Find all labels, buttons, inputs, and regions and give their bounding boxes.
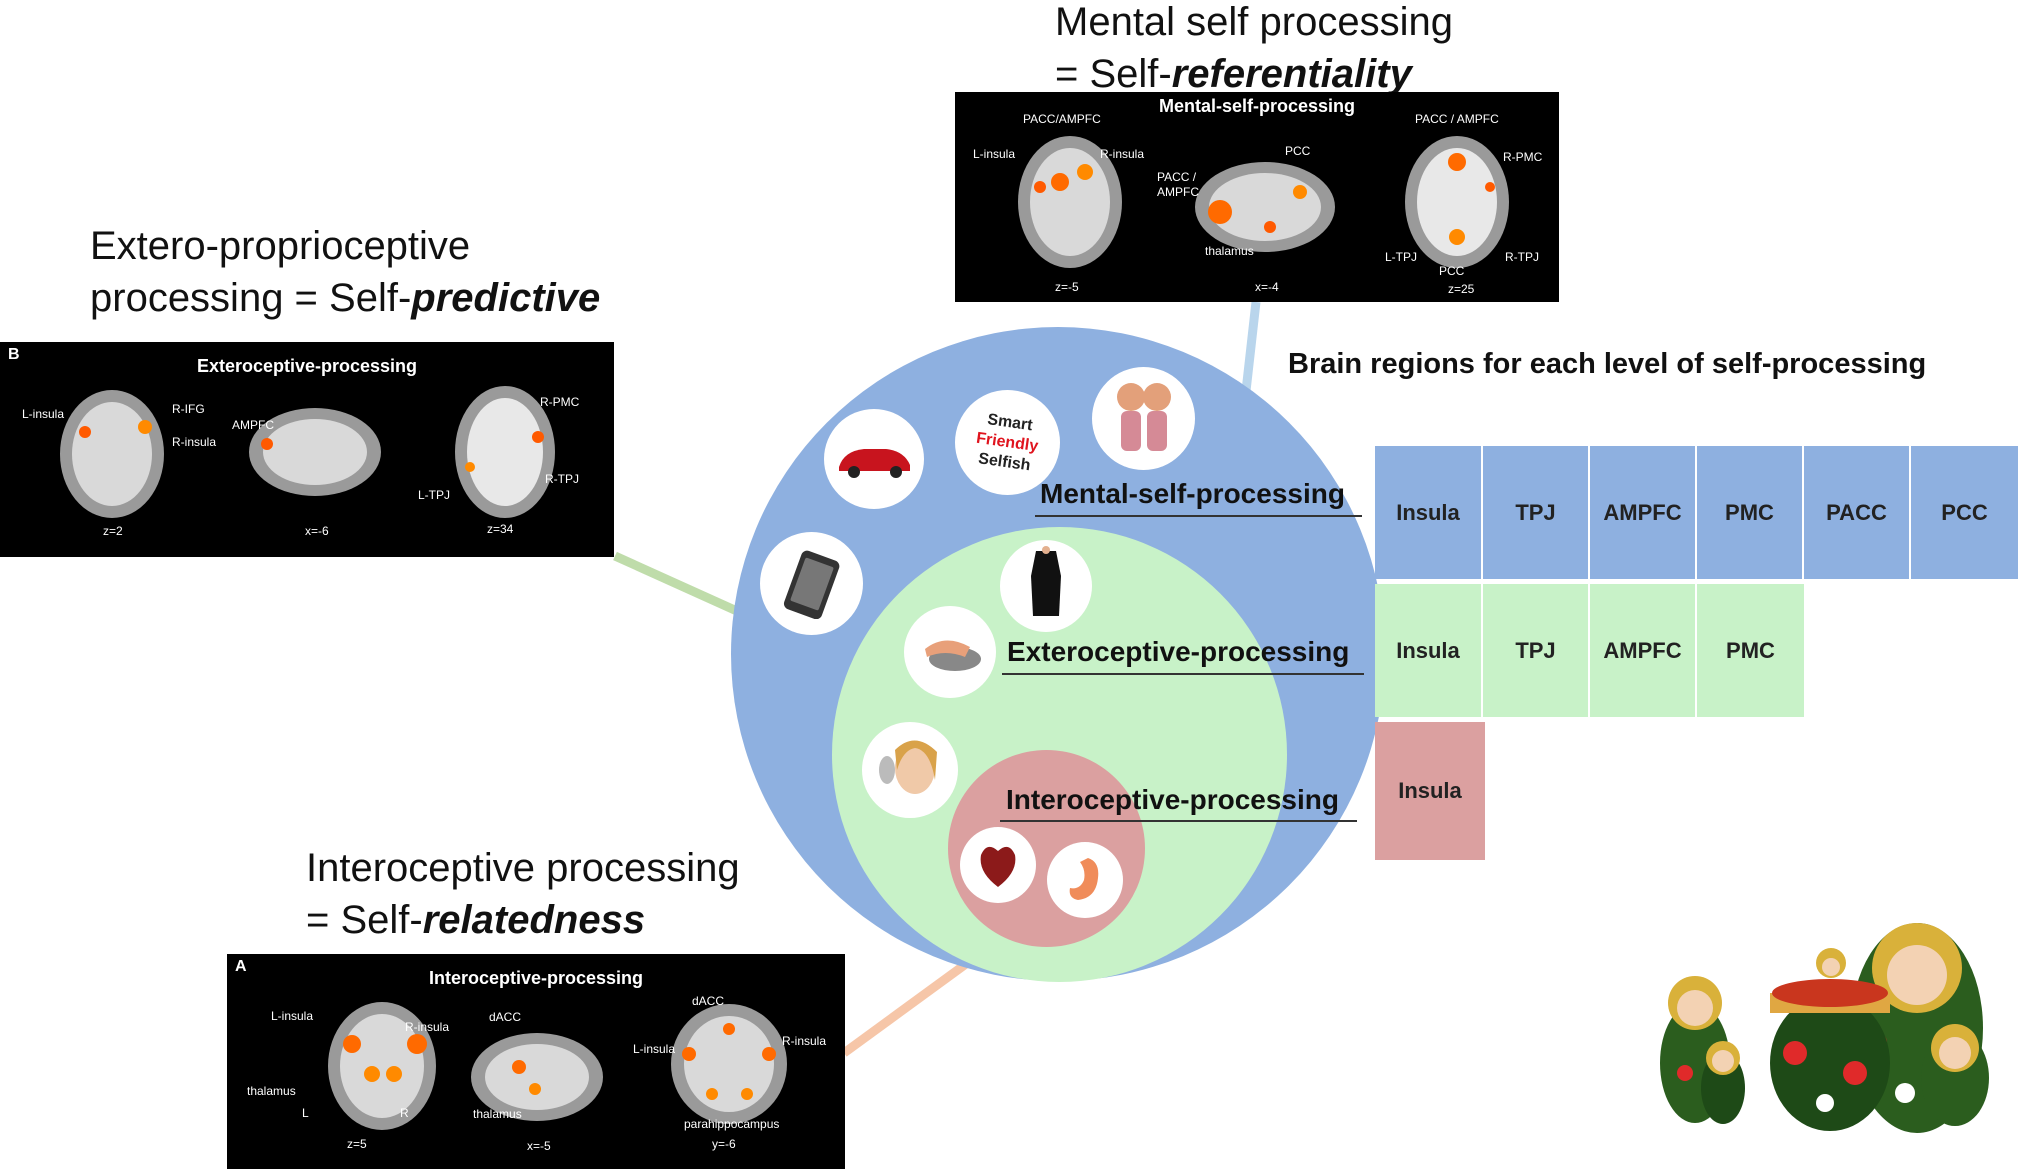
coord-label: x=-5: [527, 1139, 551, 1153]
level-extero-underline: [1002, 673, 1364, 675]
region-label: R-PMC: [540, 395, 580, 409]
region-label: R-insula: [172, 435, 217, 449]
extero-label-line1: Extero-proprioceptive: [90, 224, 471, 268]
matryoshka-dolls-icon: [1660, 923, 1989, 1133]
brain-axial-icon: [1405, 136, 1509, 268]
region-label: PCC: [1285, 144, 1311, 158]
intero-label-prefix: = Self-: [306, 898, 423, 942]
region-label: PACC / AMPFC: [1415, 112, 1499, 126]
panel-mental-title: Mental-self-processing: [1158, 96, 1356, 116]
panel-extero-title: Exteroceptive-processing: [196, 356, 418, 376]
extero-label: Extero-proprioceptive processing = Self-…: [90, 220, 600, 324]
hand-mouse-icon: [904, 606, 996, 698]
mental-self-label-emph: referentiality: [1171, 52, 1412, 96]
coord-label: z=25: [1448, 282, 1475, 296]
brain-axial-icon: [328, 1002, 436, 1130]
mental-self-label-prefix: = Self-: [1055, 52, 1172, 96]
region-label: R: [400, 1106, 409, 1120]
panel-letter: B: [8, 346, 20, 363]
region-label: R-PMC: [1503, 150, 1543, 164]
extero-label-prefix: processing = Self-: [90, 276, 412, 320]
table-title: Brain regions for each level of self-pro…: [1288, 348, 1927, 380]
region-label: L-insula: [973, 147, 1016, 161]
people-icon: [1092, 367, 1195, 470]
face-mirror-icon: [862, 722, 958, 818]
table-cell: TPJ: [1483, 584, 1590, 717]
brain-sagittal-icon: [249, 408, 381, 496]
intero-label: Interoceptive processing = Self-relatedn…: [306, 842, 740, 946]
table-cell: TPJ: [1483, 446, 1590, 579]
region-label: thalamus: [473, 1107, 522, 1121]
table-cell: Insula: [1375, 446, 1483, 579]
brain-sagittal-icon: [471, 1033, 603, 1121]
table-cell: PMC: [1697, 446, 1804, 579]
mental-self-label-line1: Mental self processing: [1055, 0, 1453, 44]
table-cell: AMPFC: [1590, 584, 1697, 717]
extero-label-emph: predictive: [411, 276, 601, 320]
table-cell: Insula: [1375, 584, 1483, 717]
brain-axial-icon: [60, 390, 164, 518]
table: Insula TPJ AMPFC PMC PACC PCC Insula TPJ…: [1375, 446, 2020, 866]
region-label: thalamus: [1205, 244, 1254, 258]
table-cell: PMC: [1697, 584, 1804, 717]
region-label: thalamus: [247, 1084, 296, 1098]
region-label: PCC: [1439, 264, 1465, 278]
brain-sagittal-icon: [1195, 162, 1335, 252]
smart-friendly-selfish-icon: Smart Friendly Selfish: [955, 390, 1060, 495]
region-label: R-insula: [1100, 147, 1145, 161]
panel-intero-title: Interoceptive-processing: [428, 968, 644, 988]
region-label: AMPFC: [232, 418, 274, 432]
coord-label: z=2: [103, 524, 123, 538]
table-cell: AMPFC: [1590, 446, 1697, 579]
coord-label: z=5: [347, 1137, 367, 1151]
region-label: parahippocampus: [684, 1117, 780, 1131]
region-label: R-TPJ: [545, 472, 579, 486]
panel-mental: Mental-self-processing PACC/AMPFC L-insu…: [955, 92, 1559, 302]
region-label: L: [302, 1106, 309, 1120]
panel-letter: A: [235, 958, 247, 975]
region-label: R-IFG: [172, 402, 205, 416]
coord-label: z=-5: [1055, 280, 1079, 294]
coord-label: x=-4: [1255, 280, 1279, 294]
panel-intero: A Interoceptive-processing L-insula R-in…: [227, 954, 845, 1169]
region-label: dACC: [489, 1010, 522, 1024]
region-label: R-TPJ: [1505, 250, 1539, 264]
stomach-organ-icon: [1047, 842, 1123, 918]
table-cell: PACC: [1804, 446, 1911, 579]
car-icon: [824, 409, 924, 509]
coord-label: z=34: [487, 522, 514, 536]
phone-icon: [760, 532, 863, 635]
region-label: L-TPJ: [1385, 250, 1418, 264]
mental-self-label: Mental self processing = Self-referentia…: [1055, 0, 1453, 100]
level-mental-label: Mental-self-processing: [1040, 478, 1345, 509]
swimsuit-icon: [1000, 540, 1092, 632]
coord-label: y=-6: [712, 1137, 736, 1151]
intero-label-line1: Interoceptive processing: [306, 846, 740, 890]
brain-axial-icon: [455, 386, 555, 518]
region-label: PACC/AMPFC: [1023, 112, 1101, 126]
table-cell: PCC: [1911, 446, 2018, 579]
region-label: R-insula: [782, 1034, 827, 1048]
panel-extero: B Exteroceptive-processing L-insula R-IF…: [0, 342, 614, 557]
brain-axial-icon: [1018, 136, 1122, 268]
region-label: L-insula: [633, 1042, 676, 1056]
region-label: R-insula: [405, 1020, 450, 1034]
level-intero-underline: [1000, 820, 1357, 822]
region-label: dACC: [692, 994, 725, 1008]
brain-coronal-icon: [671, 1004, 787, 1124]
region-label: L-insula: [22, 407, 65, 421]
level-extero-label: Exteroceptive-processing: [1007, 636, 1350, 667]
table-cell: Insula: [1375, 722, 1485, 860]
level-mental-underline: [1035, 515, 1362, 517]
coord-label: x=-6: [305, 524, 329, 538]
region-label: L-insula: [271, 1009, 314, 1023]
intero-label-emph: relatedness: [422, 898, 646, 942]
region-label: PACC /: [1157, 170, 1197, 184]
region-label: AMPFC: [1157, 185, 1199, 199]
level-intero-label: Interoceptive-processing: [1006, 784, 1339, 815]
heart-organ-icon: [960, 827, 1036, 903]
region-label: L-TPJ: [418, 488, 451, 502]
